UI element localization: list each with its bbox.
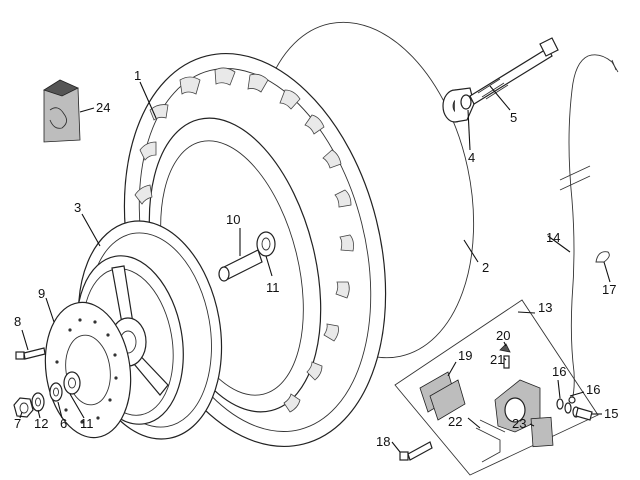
callout-labels: 1 2 3 4 5 6 7 8 9 10 11 11 12 13 14 15 1… [14, 68, 618, 449]
part-14-brake-hose [559, 54, 619, 404]
callout-5: 5 [510, 110, 517, 125]
part-24-small-parts-bag [43, 79, 81, 143]
callout-2: 2 [482, 260, 489, 275]
part-8-bolt [15, 347, 46, 360]
callout-11-lower: 11 [80, 416, 94, 431]
part-17-hose-clip [595, 251, 610, 263]
callout-18: 18 [376, 434, 390, 449]
leader-lines [19, 81, 611, 453]
part-22-pad-pins [475, 419, 506, 463]
part-13-caliper-kit [394, 299, 599, 476]
part-20-bleed-cap [499, 343, 511, 353]
callout-23: 23 [512, 416, 526, 431]
callout-13: 13 [538, 300, 552, 315]
callout-11-upper: 11 [266, 280, 280, 295]
callout-20: 20 [496, 328, 510, 343]
tyre-tread-pattern [134, 67, 354, 413]
callout-15: 15 [604, 406, 618, 421]
part-21-bleed-screw [503, 355, 510, 369]
part-7-nut [13, 397, 34, 418]
callout-1: 1 [134, 68, 141, 83]
part-19-brake-pads [419, 371, 466, 421]
part-23-pad-spring [530, 416, 554, 448]
callout-16-b: 16 [586, 382, 600, 397]
callout-3: 3 [74, 200, 81, 215]
callout-24: 24 [96, 100, 110, 115]
part-6-washer [49, 382, 63, 402]
callout-17: 17 [602, 282, 616, 297]
caliper-body [494, 379, 541, 433]
callout-4: 4 [468, 150, 475, 165]
callout-7: 7 [14, 416, 21, 431]
callout-9: 9 [38, 286, 45, 301]
part-16-washers [556, 398, 580, 418]
callout-12: 12 [34, 416, 48, 431]
callout-21: 21 [490, 352, 504, 367]
part-11-bearing-lower [63, 371, 81, 395]
part-11-bearing-upper [256, 231, 276, 257]
callout-16-a: 16 [552, 364, 566, 379]
callout-14: 14 [546, 230, 560, 245]
part-10-spacer [218, 249, 263, 282]
part-5-axle [460, 37, 559, 110]
part-15-banjo-bolt [575, 407, 593, 421]
callout-19: 19 [458, 348, 472, 363]
callout-8: 8 [14, 314, 21, 329]
part-9-brake-disc [44, 301, 132, 439]
part-18-caliper-bolt [399, 441, 433, 461]
callout-22: 22 [448, 414, 462, 429]
callout-10: 10 [226, 212, 240, 227]
callout-6: 6 [60, 416, 67, 431]
part-12-washer [31, 392, 45, 412]
